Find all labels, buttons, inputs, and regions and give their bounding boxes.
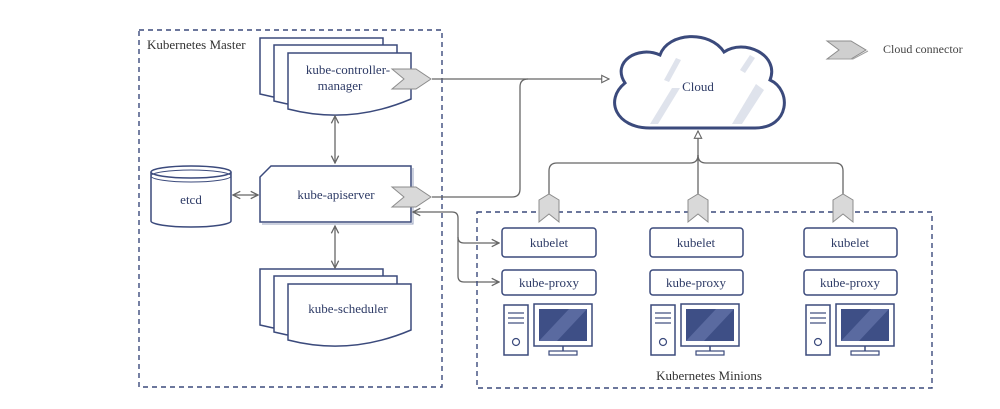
cloud-connector-icon-shadow: [830, 50, 869, 60]
kube-proxy-2-label: kube-proxy: [666, 275, 726, 290]
master-connections: [233, 116, 335, 268]
cloud-stripe-1: [650, 88, 680, 124]
cloud-stripe-3: [664, 58, 681, 82]
cloud-connector-icon: [825, 40, 867, 60]
controller-manager-node: kube-controller- manager: [259, 37, 412, 116]
computer-icon: [503, 303, 593, 356]
scheduler-label: kube-scheduler: [308, 301, 388, 316]
kubelet-1-label: kubelet: [530, 235, 569, 250]
kube-proxy-3-label: kube-proxy: [820, 275, 880, 290]
apiserver-card: [259, 165, 412, 223]
minion-node-2: kubelet kube-proxy: [649, 193, 744, 356]
cloud-stripe-4: [740, 55, 755, 73]
kubelet-2-cloud-connector-icon: [687, 193, 709, 224]
line-apiserver-to-cloud: [432, 78, 529, 198]
cloud-shape: [613, 35, 786, 130]
minion-node-1: kubelet kube-proxy: [501, 193, 597, 356]
etcd-label: etcd: [180, 192, 202, 207]
apiserver-node: kube-apiserver: [259, 165, 414, 225]
kubelet-2-box: [649, 227, 744, 258]
minions-title: Kubernetes Minions: [656, 368, 762, 383]
kube-proxy-1-box: [501, 269, 597, 296]
kubelet-2-label: kubelet: [677, 235, 716, 250]
kubelet-cloud-links: [548, 131, 844, 200]
kubelet-1-box: [501, 227, 597, 258]
kubelet-1-cloud-connector-icon: [538, 193, 560, 224]
etcd-node: etcd: [150, 165, 232, 228]
kube-proxy-1-label: kube-proxy: [519, 275, 579, 290]
apiserver-label: kube-apiserver: [297, 187, 375, 202]
cloud-label: Cloud: [682, 79, 714, 94]
apiserver-minion-links: [413, 212, 499, 282]
minion-node-3: kubelet kube-proxy: [803, 193, 898, 356]
computer-icon: [650, 303, 740, 356]
arrow-apiserver-to-kubelet: [413, 212, 499, 243]
kube-proxy-2-box: [649, 269, 744, 296]
scheduler-node: kube-scheduler: [259, 268, 412, 347]
controller-manager-cloud-connector-icon: [390, 68, 432, 90]
kubelet-3-box: [803, 227, 898, 258]
cloud-stripe-2: [732, 84, 764, 124]
controller-manager-label-line1: kube-controller-: [306, 62, 390, 77]
master-title: Kubernetes Master: [147, 37, 246, 52]
cloud-node: Cloud: [613, 35, 786, 130]
apiserver-cloud-connector-icon: [390, 186, 432, 208]
legend: Cloud connector: [825, 40, 963, 60]
controller-manager-front-page: [287, 52, 412, 116]
etcd-cylinder-top: [150, 165, 232, 179]
line-kubelet-1-to-cloud: [548, 154, 699, 200]
legend-connector-label: Cloud connector: [883, 42, 963, 56]
arrow-apiserver-to-kube-proxy: [457, 237, 499, 282]
kube-proxy-3-box: [803, 269, 898, 296]
kubelet-3-cloud-connector-icon: [832, 193, 854, 224]
line-kubelet-3-to-cloud: [697, 154, 844, 200]
kubelet-3-label: kubelet: [831, 235, 870, 250]
master-cloud-connectors: [390, 68, 432, 208]
computer-icon: [805, 303, 895, 356]
scheduler-front-page: [287, 283, 412, 347]
master-cloud-links: [432, 78, 609, 198]
etcd-cylinder-body: [150, 172, 232, 228]
controller-manager-label-line2: manager: [318, 78, 363, 93]
etcd-cylinder-rim: [150, 169, 232, 183]
